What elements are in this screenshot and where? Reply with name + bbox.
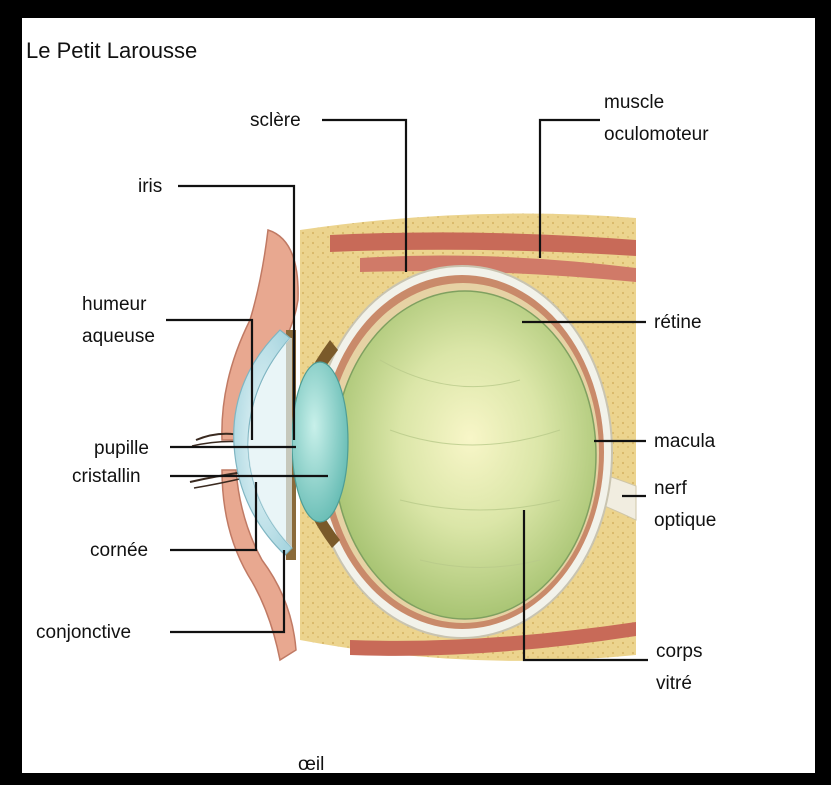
label-sclere: sclère [250,110,301,131]
page-title: Le Petit Larousse [26,38,197,63]
label-corps-1: corps [656,641,702,662]
label-humeur-2: aqueuse [82,326,155,347]
label-retine: rétine [654,312,702,333]
label-corps-2: vitré [656,673,692,694]
label-muscle-2: oculomoteur [604,124,709,145]
label-cristallin: cristallin [72,466,141,487]
lens [292,362,348,522]
label-humeur-1: humeur [82,294,147,315]
label-cornee: cornée [90,540,148,561]
label-nerf-2: optique [654,510,716,531]
label-iris: iris [138,176,162,197]
label-nerf-1: nerf [654,478,687,499]
label-macula: macula [654,431,716,452]
label-pupille: pupille [94,438,149,459]
label-muscle-1: muscle [604,92,664,113]
label-conjonctive: conjonctive [36,622,131,643]
caption: œil [298,754,324,775]
